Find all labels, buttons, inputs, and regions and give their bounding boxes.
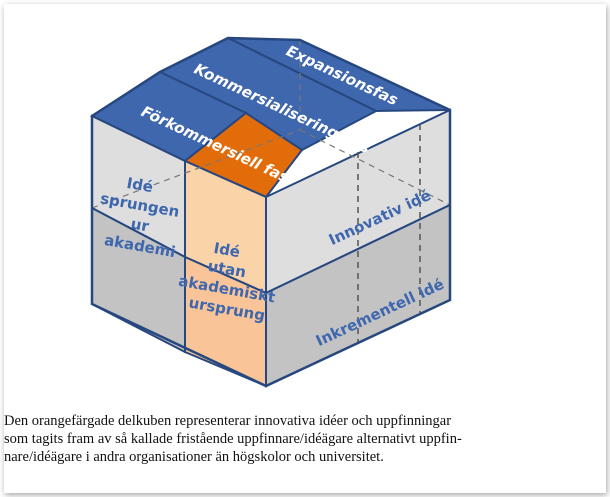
- cube-diagram: Expansionsfas Kommersialiseringsfas Förk…: [89, 36, 452, 388]
- caption-line-2: som tagits fram av så kallade fristående…: [4, 431, 462, 447]
- svg-text:Idé: Idé: [212, 239, 241, 261]
- dashed-edge-5: [299, 129, 451, 206]
- caption-line-1: Den orangefärgade delkuben representerar…: [4, 413, 452, 429]
- dashed-edge-4: [91, 129, 301, 209]
- cube-outline: [90, 36, 452, 388]
- figure-caption: Den orangefärgade delkuben representerar…: [4, 412, 606, 466]
- caption-line-3: nare/idéägare i andra organisationer än …: [4, 449, 384, 465]
- cube-svg: Expansionsfas Kommersialiseringsfas Förk…: [89, 36, 452, 388]
- svg-text:ur: ur: [129, 215, 151, 236]
- svg-text:Idé: Idé: [125, 174, 154, 196]
